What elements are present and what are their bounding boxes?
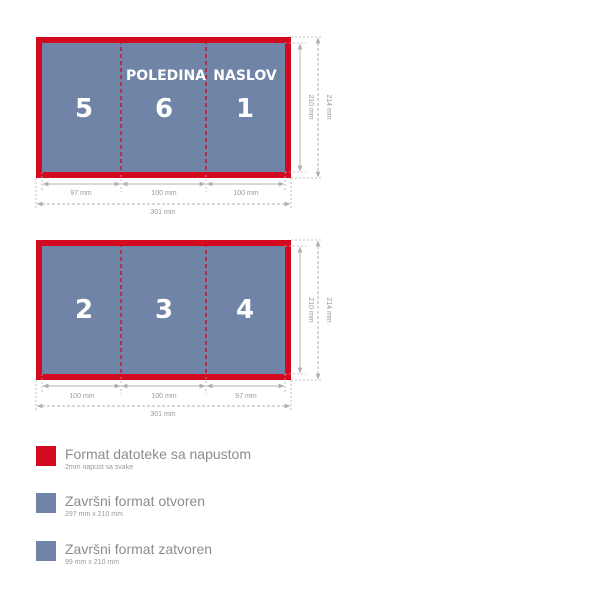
legend-title: Završni format otvoren — [65, 493, 206, 509]
width-label: 100 mm — [151, 190, 176, 197]
legend-swatch — [36, 493, 56, 513]
trim-area — [42, 43, 285, 172]
width-label: 97 mm — [235, 393, 257, 400]
height-label: 210 mm — [307, 297, 314, 322]
legend-swatch — [36, 446, 56, 466]
legend-swatch — [36, 541, 56, 561]
page-number: 5 — [75, 94, 93, 124]
width-label: 100 mm — [69, 393, 94, 400]
page-number: 3 — [155, 295, 173, 325]
dimension-guides — [35, 36, 322, 208]
legend-subtitle: 99 mm x 210 mm — [65, 559, 120, 566]
height-label: 210 mm — [307, 94, 314, 119]
legend-title: Format datoteke sa napustom — [65, 446, 251, 462]
total-width-label: 301 mm — [150, 411, 175, 418]
trim-area — [42, 246, 285, 374]
legend-subtitle: 297 mm x 210 mm — [65, 511, 123, 518]
legend-title: Završni format zatvoren — [65, 541, 213, 557]
dimension-guides — [35, 239, 322, 410]
width-label: 100 mm — [233, 190, 258, 197]
height-label-bleed: 214 mm — [325, 94, 332, 119]
page-number: 4 — [236, 295, 254, 325]
width-label: 97 mm — [70, 190, 92, 197]
page-number: 6 — [155, 94, 173, 124]
page-number: 1 — [236, 94, 254, 124]
page-label-spine: POLEDINA — [126, 68, 206, 84]
width-label: 100 mm — [151, 393, 176, 400]
page-label-cover: NASLOV — [213, 68, 277, 84]
height-label-bleed: 214 mm — [325, 297, 332, 322]
top-spread: 5 6 1 POLEDINA NASLOV 97 mm 100 mm 100 m… — [35, 36, 332, 216]
page-number: 2 — [75, 295, 93, 325]
total-width-label: 301 mm — [150, 209, 175, 216]
fold-layout-diagram: 5 6 1 POLEDINA NASLOV 97 mm 100 mm 100 m… — [35, 36, 332, 418]
bottom-spread: 2 3 4 100 mm 100 mm 97 mm 301 mm 210 mm … — [35, 239, 332, 418]
legend-subtitle: 2mm napust sa svake — [65, 464, 134, 471]
